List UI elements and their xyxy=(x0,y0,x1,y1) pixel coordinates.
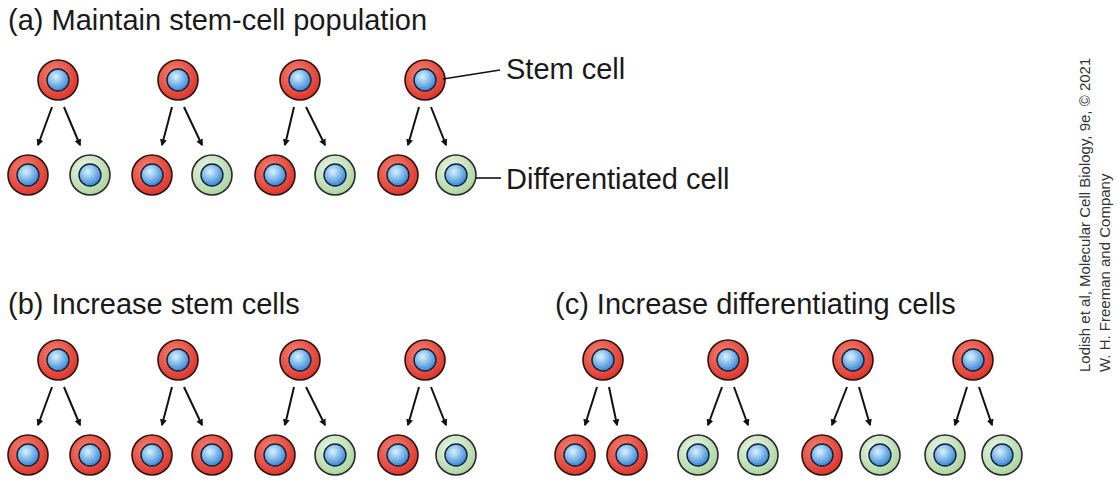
panel-heading: (a) Maintain stem-cell population xyxy=(8,6,427,35)
stem-cell xyxy=(833,340,873,380)
division-arrow xyxy=(184,387,202,425)
stem-cell xyxy=(255,435,295,475)
division-arrow xyxy=(184,107,202,145)
stem-cell xyxy=(607,435,647,475)
credit-line: Lodish et al, Molecular Cell Biology, 9e… xyxy=(1077,58,1092,372)
division-arrow xyxy=(162,387,172,425)
stem-cell xyxy=(255,155,295,195)
division-arrow xyxy=(64,107,80,145)
stem-cell xyxy=(405,60,445,100)
division-arrow xyxy=(162,107,172,145)
stem-cell xyxy=(555,435,595,475)
callout-label: Stem cell xyxy=(506,55,625,84)
division-arrow xyxy=(285,107,294,145)
division-arrow xyxy=(832,387,847,425)
stem-cell xyxy=(8,155,48,195)
division-arrow xyxy=(408,107,419,145)
stem-cell xyxy=(38,340,78,380)
division-arrow xyxy=(408,387,419,425)
stem-cell xyxy=(192,435,232,475)
differentiated-cell xyxy=(436,435,476,475)
stem-cell xyxy=(405,340,445,380)
leader-lines xyxy=(443,70,501,178)
panel-a-cells xyxy=(8,60,476,195)
panel-a-arrows xyxy=(38,107,446,145)
stem-cell xyxy=(8,435,48,475)
panel-heading: (c) Increase differentiating cells xyxy=(555,290,956,319)
credit-line: W. H. Freeman and Company xyxy=(1097,174,1112,372)
stem-cell xyxy=(70,435,110,475)
stem-cell xyxy=(132,155,172,195)
differentiated-cell xyxy=(315,435,355,475)
stem-cell xyxy=(378,155,418,195)
differentiated-cell xyxy=(315,155,355,195)
division-arrow xyxy=(306,387,325,425)
division-arrow xyxy=(609,387,617,425)
stem-cell xyxy=(158,340,198,380)
division-arrow xyxy=(955,387,967,425)
differentiated-cell xyxy=(678,435,718,475)
stem-cell xyxy=(378,435,418,475)
division-arrow xyxy=(431,387,446,425)
differentiated-cell xyxy=(925,435,965,475)
leader-line xyxy=(443,70,500,79)
stem-cell xyxy=(158,60,198,100)
stem-cell xyxy=(38,60,78,100)
panel-heading: (b) Increase stem cells xyxy=(8,290,300,319)
callout-label: Differentiated cell xyxy=(506,165,730,194)
division-arrow xyxy=(38,387,52,425)
leader-line xyxy=(476,177,501,179)
stem-cell xyxy=(280,340,320,380)
panel-b-arrows xyxy=(38,387,446,425)
division-arrow xyxy=(306,107,325,145)
division-arrow xyxy=(979,387,992,425)
division-arrow xyxy=(64,387,80,425)
stem-cell xyxy=(280,60,320,100)
panel-b-cells xyxy=(8,340,476,475)
differentiated-cell xyxy=(982,435,1022,475)
panel-c-cells xyxy=(555,340,1022,475)
division-arrow xyxy=(708,387,722,425)
division-arrow xyxy=(431,107,446,145)
division-arrow xyxy=(285,387,294,425)
division-arrow xyxy=(585,387,597,425)
stem-cell xyxy=(953,340,993,380)
differentiated-cell xyxy=(192,155,232,195)
division-arrow xyxy=(859,387,870,425)
panel-c-arrows xyxy=(585,387,992,425)
stem-cell xyxy=(708,340,748,380)
differentiated-cell xyxy=(436,155,476,195)
division-arrow xyxy=(38,107,52,145)
division-arrow xyxy=(734,387,748,425)
differentiated-cell xyxy=(860,435,900,475)
stem-cell xyxy=(802,435,842,475)
differentiated-cell xyxy=(738,435,778,475)
stem-cell xyxy=(132,435,172,475)
differentiated-cell xyxy=(70,155,110,195)
stem-cell xyxy=(583,340,623,380)
